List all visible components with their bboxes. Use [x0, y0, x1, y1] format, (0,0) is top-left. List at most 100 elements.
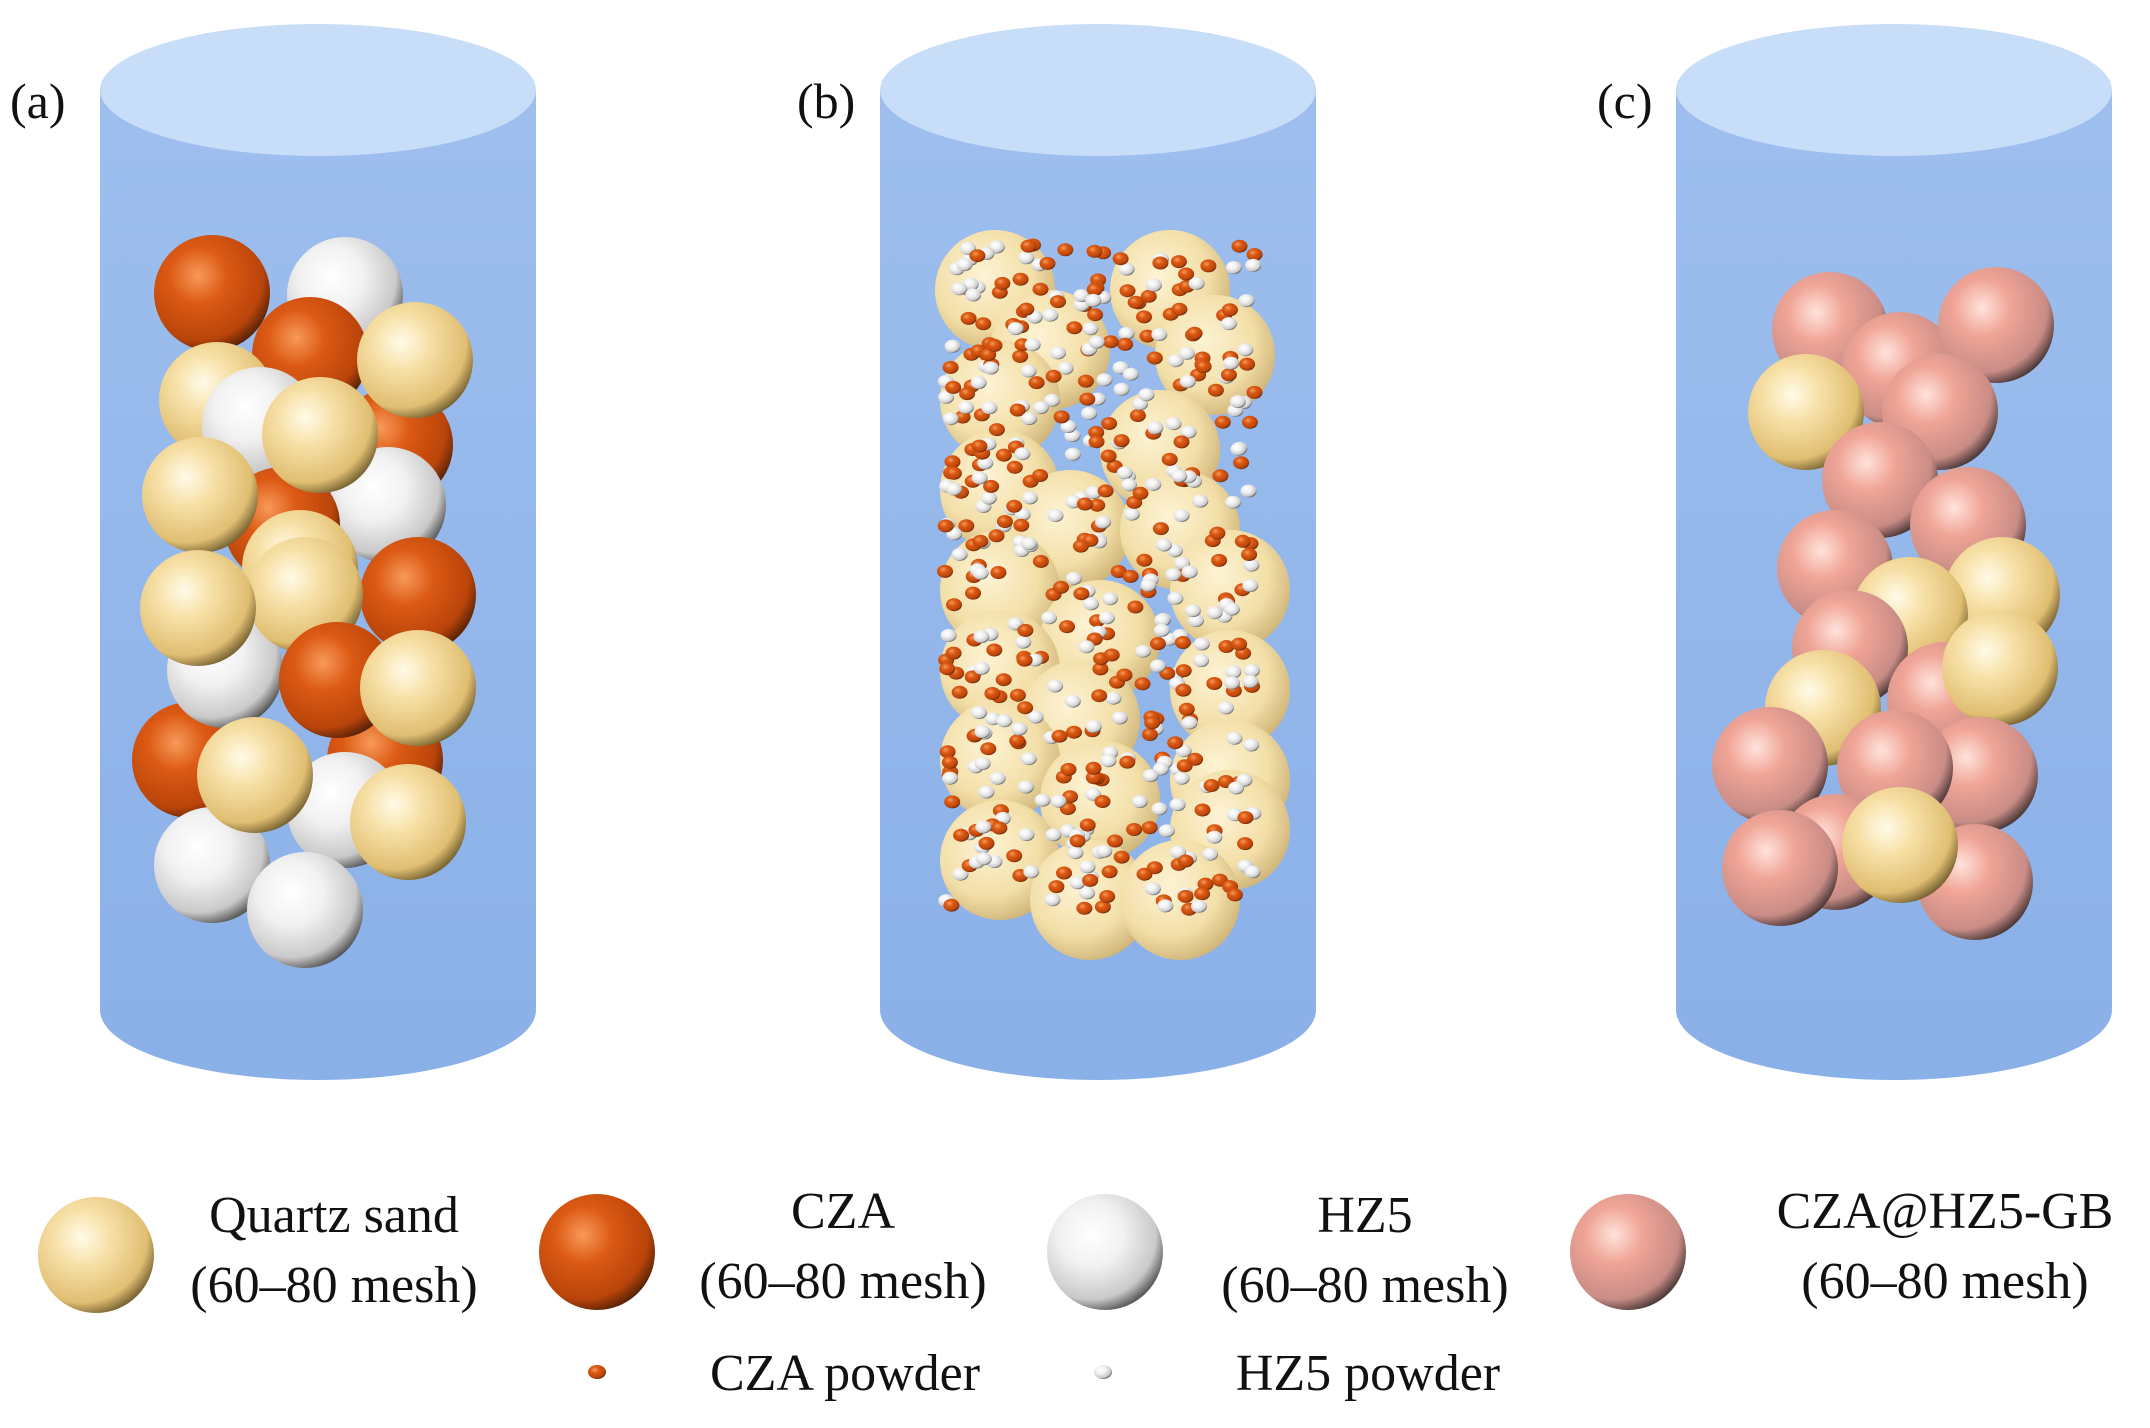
legend-hz5-swatch: [1047, 1194, 1163, 1310]
hz5-powder-particle: [1096, 844, 1113, 858]
hz5-powder-particle: [1181, 565, 1198, 579]
hz5-powder-particle: [1180, 425, 1197, 439]
cza-powder-particle: [1186, 326, 1203, 340]
hz5-powder-particle: [1064, 694, 1081, 708]
cza-powder-particle: [1174, 636, 1191, 649]
packed-bed-a: [132, 235, 476, 968]
cza-powder-particle: [1086, 244, 1103, 258]
cza-powder-particle: [1134, 677, 1151, 691]
hz5-powder-particle: [1243, 664, 1260, 678]
cza-powder-particle: [1129, 409, 1146, 422]
cza-powder-particle: [1100, 449, 1117, 463]
legend-cza-powder-label: CZA powder: [710, 1345, 980, 1402]
legend-czahz5-label-1: CZA@HZ5-GB: [1777, 1183, 2114, 1240]
cza-powder-particle: [1056, 866, 1072, 880]
cza-powder-particle: [1012, 349, 1029, 363]
hz5-powder-particle: [1044, 893, 1061, 907]
hz5-powder-particle: [1015, 635, 1032, 649]
cza-powder-particle: [951, 685, 968, 699]
cza-powder-particle: [1178, 702, 1195, 716]
quartz-sand-particle: [142, 437, 258, 553]
hz5-powder-particle: [951, 547, 968, 561]
hz5-powder-particle: [1118, 262, 1135, 276]
hz5-powder-particle: [1165, 417, 1182, 431]
cza-powder-particle: [1116, 668, 1133, 682]
cza-powder-particle: [1152, 522, 1169, 536]
hz5-powder-particle: [1050, 794, 1067, 808]
cza-powder-particle: [1006, 499, 1023, 513]
hz5-powder-particle: [1065, 571, 1082, 585]
hz5-powder-particle: [1118, 326, 1135, 340]
cza-powder-particle: [1113, 434, 1130, 448]
hz5-powder-particle: [1157, 899, 1174, 913]
hz5-powder-particle: [973, 630, 990, 644]
cza-powder-particle: [1085, 761, 1102, 775]
cza-powder-particle: [1066, 725, 1082, 739]
hz5-powder-particle: [1238, 294, 1255, 308]
cza-powder-particle: [1214, 415, 1231, 429]
cza-powder-particle: [996, 515, 1013, 528]
hz5-powder-particle: [1017, 780, 1034, 794]
hz5-powder-particle: [1206, 830, 1223, 844]
cza-powder-particle: [1207, 383, 1224, 397]
cza-powder-particle: [1087, 308, 1104, 322]
hz5-powder-particle: [1220, 317, 1237, 331]
hz5-powder-particle: [1024, 338, 1041, 352]
cza-powder-particle: [1028, 376, 1045, 390]
hz5-powder-particle: [1154, 613, 1171, 627]
hz5-powder-particle: [1018, 828, 1035, 842]
cza-powder-particle: [1175, 664, 1192, 678]
hz5-powder-particle: [975, 820, 992, 834]
hz5-powder-particle: [1079, 860, 1096, 874]
cza-powder-particle: [995, 673, 1012, 687]
hz5-powder-particle: [978, 785, 995, 799]
legend-cza-label-1: CZA: [791, 1183, 895, 1240]
cza-powder-particle: [1059, 620, 1075, 634]
hz5-powder-particle: [1085, 486, 1102, 499]
hz5-powder-particle: [1011, 722, 1028, 736]
hz5-powder-particle: [1111, 711, 1128, 725]
cza-powder-particle: [944, 795, 961, 809]
cza-particle: [154, 235, 270, 351]
cza-powder-particle: [1076, 901, 1093, 915]
hz5-powder-particle: [1096, 373, 1113, 387]
cza-powder-particle: [1097, 484, 1114, 498]
cza-powder-particle: [984, 687, 1001, 700]
cylinder-c: [1676, 24, 2112, 1080]
quartz-sand-particle: [197, 717, 313, 833]
cza-powder-particle: [1195, 360, 1212, 374]
cza-powder-particle: [1231, 637, 1248, 651]
hz5-powder-particle: [940, 628, 957, 642]
hz5-powder-particle: [942, 771, 959, 785]
cza-powder-particle: [1209, 526, 1226, 540]
hz5-powder-particle: [1073, 289, 1090, 303]
cza-powder-particle: [1099, 890, 1116, 903]
hz5-powder-particle: [1081, 406, 1098, 420]
hz5-powder-particle: [1193, 637, 1210, 651]
cza-powder-particle: [1020, 239, 1037, 253]
hz5-powder-particle: [1149, 659, 1166, 673]
hz5-powder-particle: [1020, 752, 1037, 766]
cza-powder-particle: [1017, 623, 1034, 637]
cza-powder-particle: [1060, 762, 1077, 776]
hz5-powder-particle: [1027, 710, 1044, 724]
hz5-powder-particle: [1243, 558, 1260, 572]
cza-powder-particle: [953, 828, 970, 842]
cza-powder-particle: [1233, 456, 1250, 470]
panel-label-a: (a): [10, 73, 66, 129]
quartz-sand-particle: [357, 302, 473, 418]
cza-powder-particle: [988, 423, 1005, 437]
panel-label-c: (c): [1597, 73, 1653, 129]
hz5-powder-particle: [1193, 654, 1210, 668]
cza-powder-particle: [1009, 688, 1026, 702]
cza-powder-particle: [945, 380, 962, 394]
cza-powder-particle: [1094, 795, 1111, 808]
cza-powder-particle: [1089, 498, 1106, 512]
cza-powder-particle: [939, 745, 956, 759]
hz5-powder-particle: [1045, 828, 1062, 842]
hz5-powder-particle: [1105, 691, 1122, 705]
cza-powder-particle: [945, 646, 962, 660]
cza-powder-particle: [1006, 460, 1023, 474]
hz5-powder-particle: [981, 401, 998, 415]
